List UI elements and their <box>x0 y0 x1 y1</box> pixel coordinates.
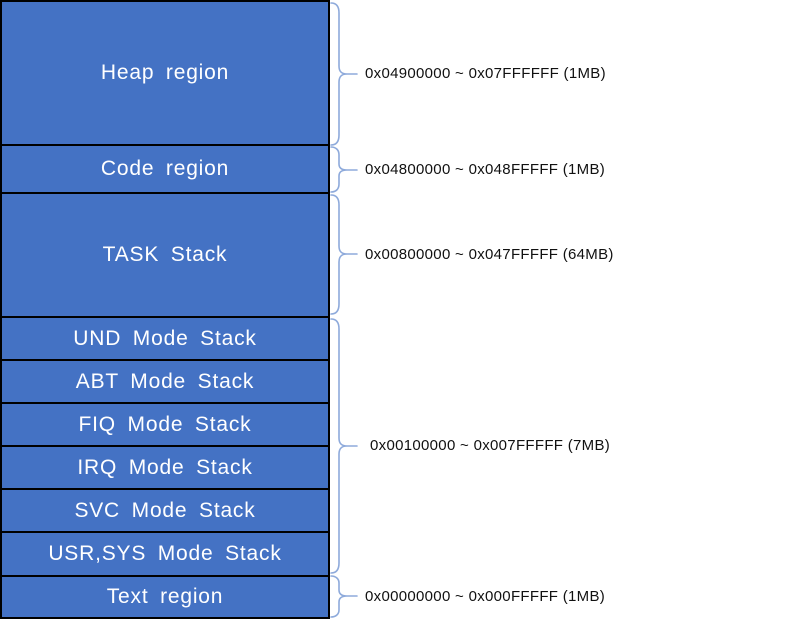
region-usr-sys-mode-stack-label: USR,SYS Mode Stack <box>48 542 282 565</box>
brace-code-icon <box>330 146 360 193</box>
region-code-label: Code region <box>100 157 230 180</box>
region-svc-mode-stack-label: SVC Mode Stack <box>74 498 256 522</box>
region-heap-label: Heap region <box>100 61 230 84</box>
brace-heap-icon <box>330 2 360 146</box>
brace-text-region-icon <box>330 575 360 618</box>
region-irq-mode-stack: IRQ Mode Stack <box>0 445 330 490</box>
region-text: Text region <box>0 575 330 619</box>
region-fiq-mode-stack-label: FIQ Mode Stack <box>78 412 252 436</box>
brace-mode-stacks-icon <box>330 318 360 574</box>
region-task-stack-label: TASK Stack <box>102 243 228 266</box>
region-und-mode-stack-label: UND Mode Stack <box>73 326 257 350</box>
address-range-task-stack: 0x00800000 ~ 0x047FFFFF (64MB) <box>365 246 614 263</box>
memory-region-column: Heap region Code region TASK Stack UND M… <box>0 0 330 619</box>
region-heap: Heap region <box>0 0 330 146</box>
region-svc-mode-stack: SVC Mode Stack <box>0 488 330 533</box>
region-abt-mode-stack: ABT Mode Stack <box>0 359 330 404</box>
region-code: Code region <box>0 144 330 194</box>
region-task-stack: TASK Stack <box>0 192 330 318</box>
region-abt-mode-stack-label: ABT Mode Stack <box>75 369 255 393</box>
address-range-code: 0x04800000 ~ 0x048FFFFF (1MB) <box>365 161 606 178</box>
brace-task-stack-icon <box>330 194 360 315</box>
address-range-text-region: 0x00000000 ~ 0x000FFFFF (1MB) <box>365 588 606 605</box>
region-usr-sys-mode-stack: USR,SYS Mode Stack <box>0 531 330 577</box>
region-fiq-mode-stack: FIQ Mode Stack <box>0 402 330 447</box>
region-irq-mode-stack-label: IRQ Mode Stack <box>77 455 253 479</box>
region-text-label: Text region <box>106 585 224 608</box>
region-und-mode-stack: UND Mode Stack <box>0 316 330 361</box>
address-range-mode-stacks: 0x00100000 ~ 0x007FFFFF (7MB) <box>370 437 611 454</box>
address-range-heap: 0x04900000 ~ 0x07FFFFFF (1MB) <box>365 65 606 82</box>
